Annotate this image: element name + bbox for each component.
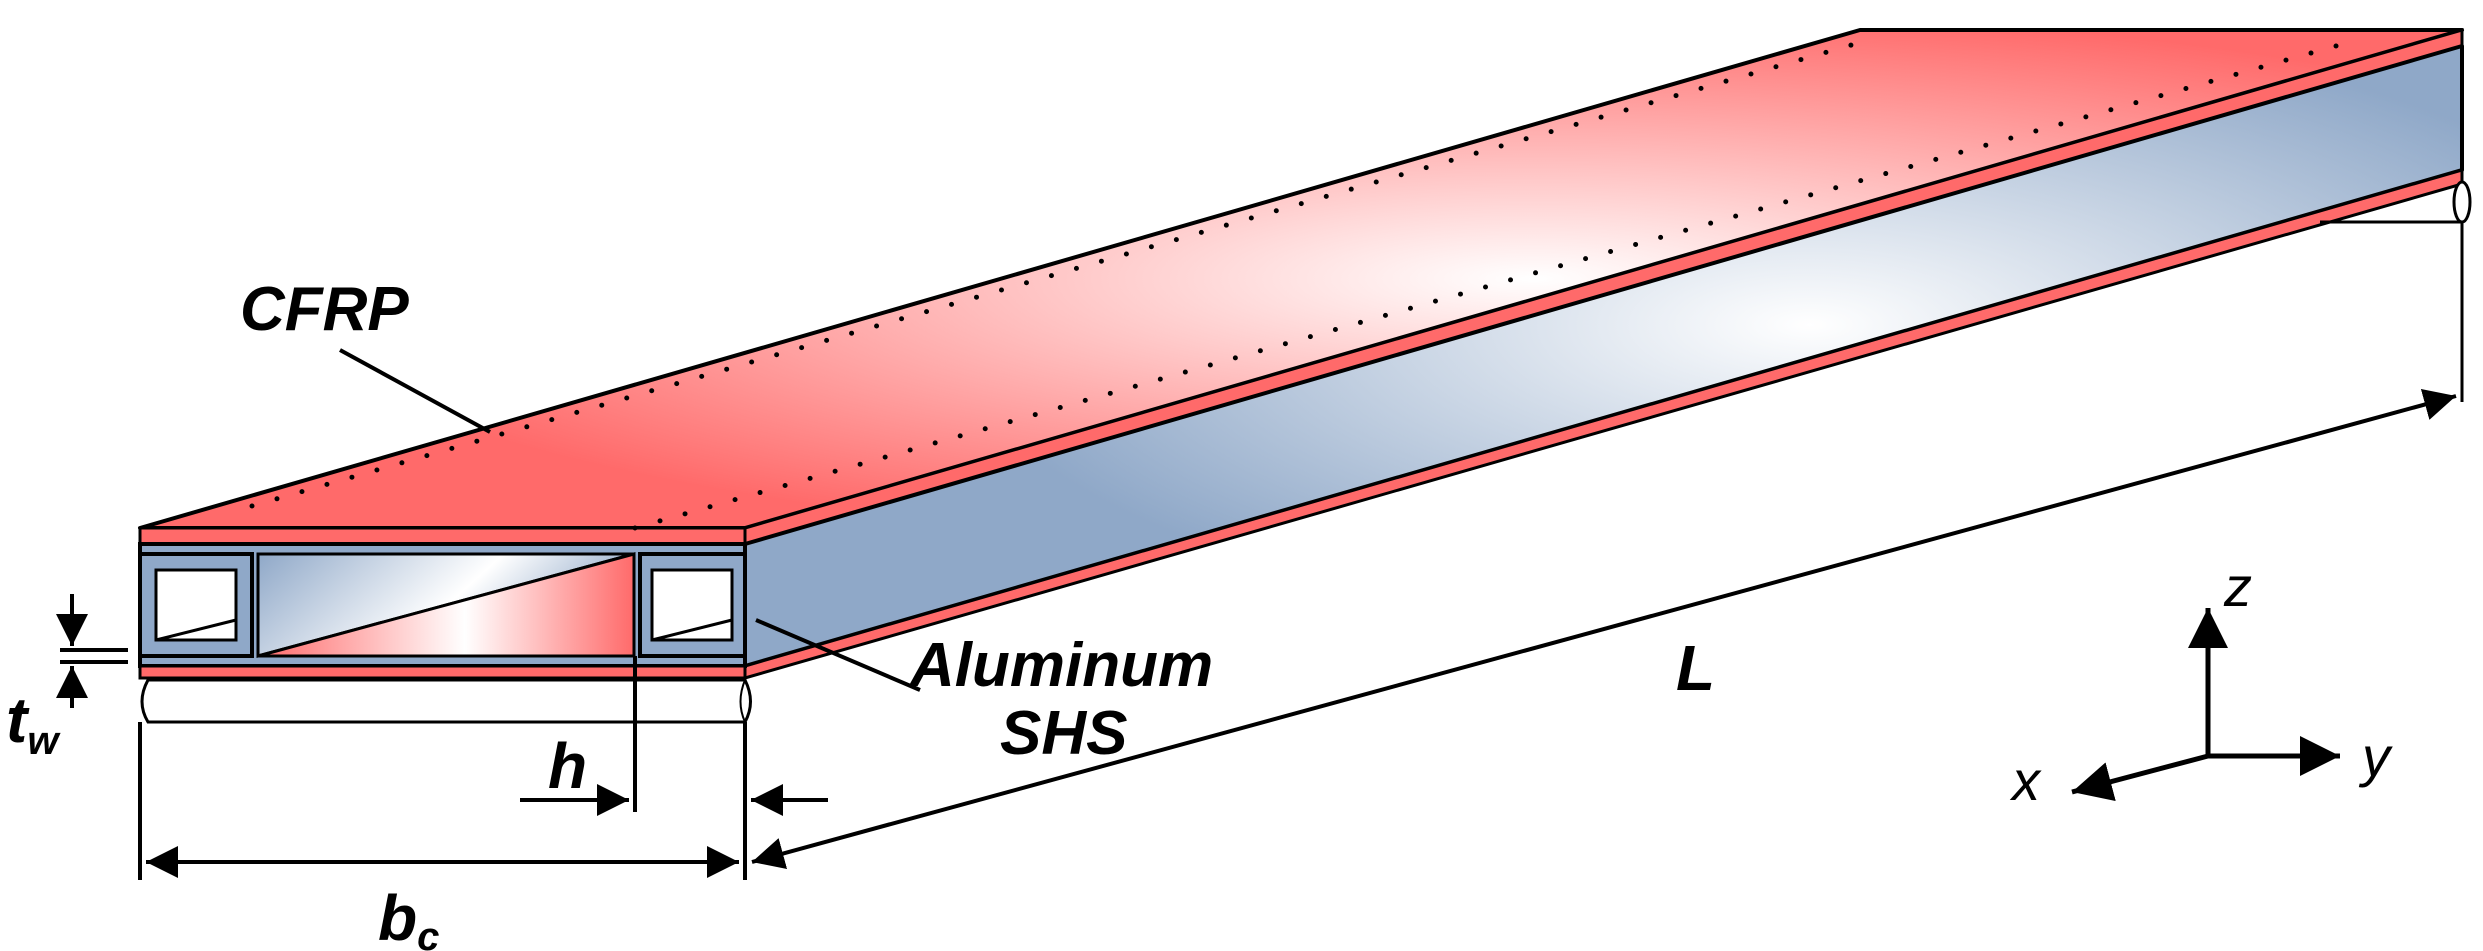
cfrp-leader-line xyxy=(339,348,491,434)
coordinate-axes: z y x xyxy=(2009,555,2393,812)
label-h: h xyxy=(548,730,587,802)
label-shs: SHS xyxy=(1000,699,1127,768)
label-cfrp: CFRP xyxy=(240,275,409,344)
bottom-edge-tube xyxy=(140,678,752,724)
x-axis-arrow xyxy=(2071,753,2209,802)
rivet-line-left xyxy=(249,41,1858,509)
label-axis-z: z xyxy=(2223,555,2252,618)
front-cross-section xyxy=(138,542,747,680)
label-axis-y: y xyxy=(2358,725,2393,788)
label-tw: tw xyxy=(6,684,61,763)
top-cfrp-front-edge xyxy=(138,526,747,546)
far-end-oval xyxy=(2452,180,2472,224)
inner-cavity-red xyxy=(257,552,636,658)
bottom-cfrp-front-edge xyxy=(138,664,747,680)
beam xyxy=(138,28,2472,724)
label-bc: bc xyxy=(378,882,439,951)
aluminum-leader-line xyxy=(755,618,921,692)
label-length: L xyxy=(1676,632,1715,704)
label-axis-x: x xyxy=(2009,749,2042,812)
label-aluminum: Aluminum xyxy=(908,631,1213,700)
dimensions xyxy=(56,389,2457,880)
length-dimension-line xyxy=(751,389,2457,869)
